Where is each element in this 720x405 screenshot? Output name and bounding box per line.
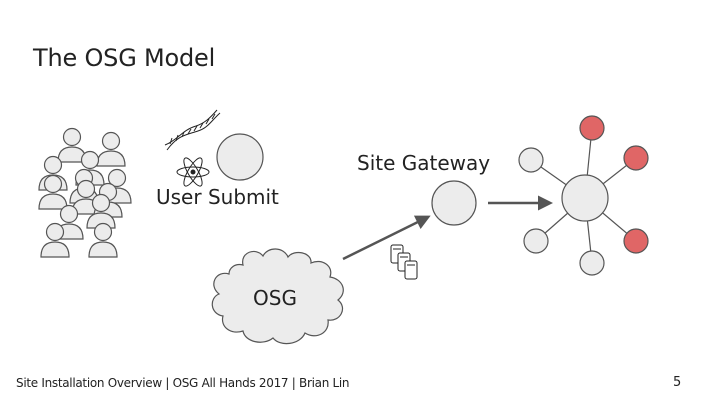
site-gateway-label: Site Gateway — [357, 151, 491, 175]
people-group-icon — [38, 127, 132, 258]
gateway-node — [431, 180, 477, 226]
osg-label: OSG — [253, 286, 297, 310]
slide-title: The OSG Model — [33, 44, 216, 72]
submit-node — [216, 133, 264, 181]
user-submit-label: User Submit — [156, 185, 279, 209]
dna-icon — [164, 109, 221, 151]
atom-icon — [176, 157, 210, 187]
cluster-head-node — [561, 174, 609, 222]
job-documents-icon — [390, 244, 418, 280]
page-number: 5 — [673, 375, 682, 390]
worker-node-idle — [518, 147, 544, 173]
slide-footer: Site Installation Overview | OSG All Han… — [16, 376, 350, 390]
worker-node-idle — [579, 250, 605, 276]
cloud-shape — [211, 248, 344, 345]
worker-node-busy — [623, 145, 649, 171]
osg-to-gateway-arrow — [342, 215, 431, 261]
worker-node-busy — [579, 115, 605, 141]
worker-node-busy — [623, 228, 649, 254]
worker-node-idle — [523, 228, 549, 254]
